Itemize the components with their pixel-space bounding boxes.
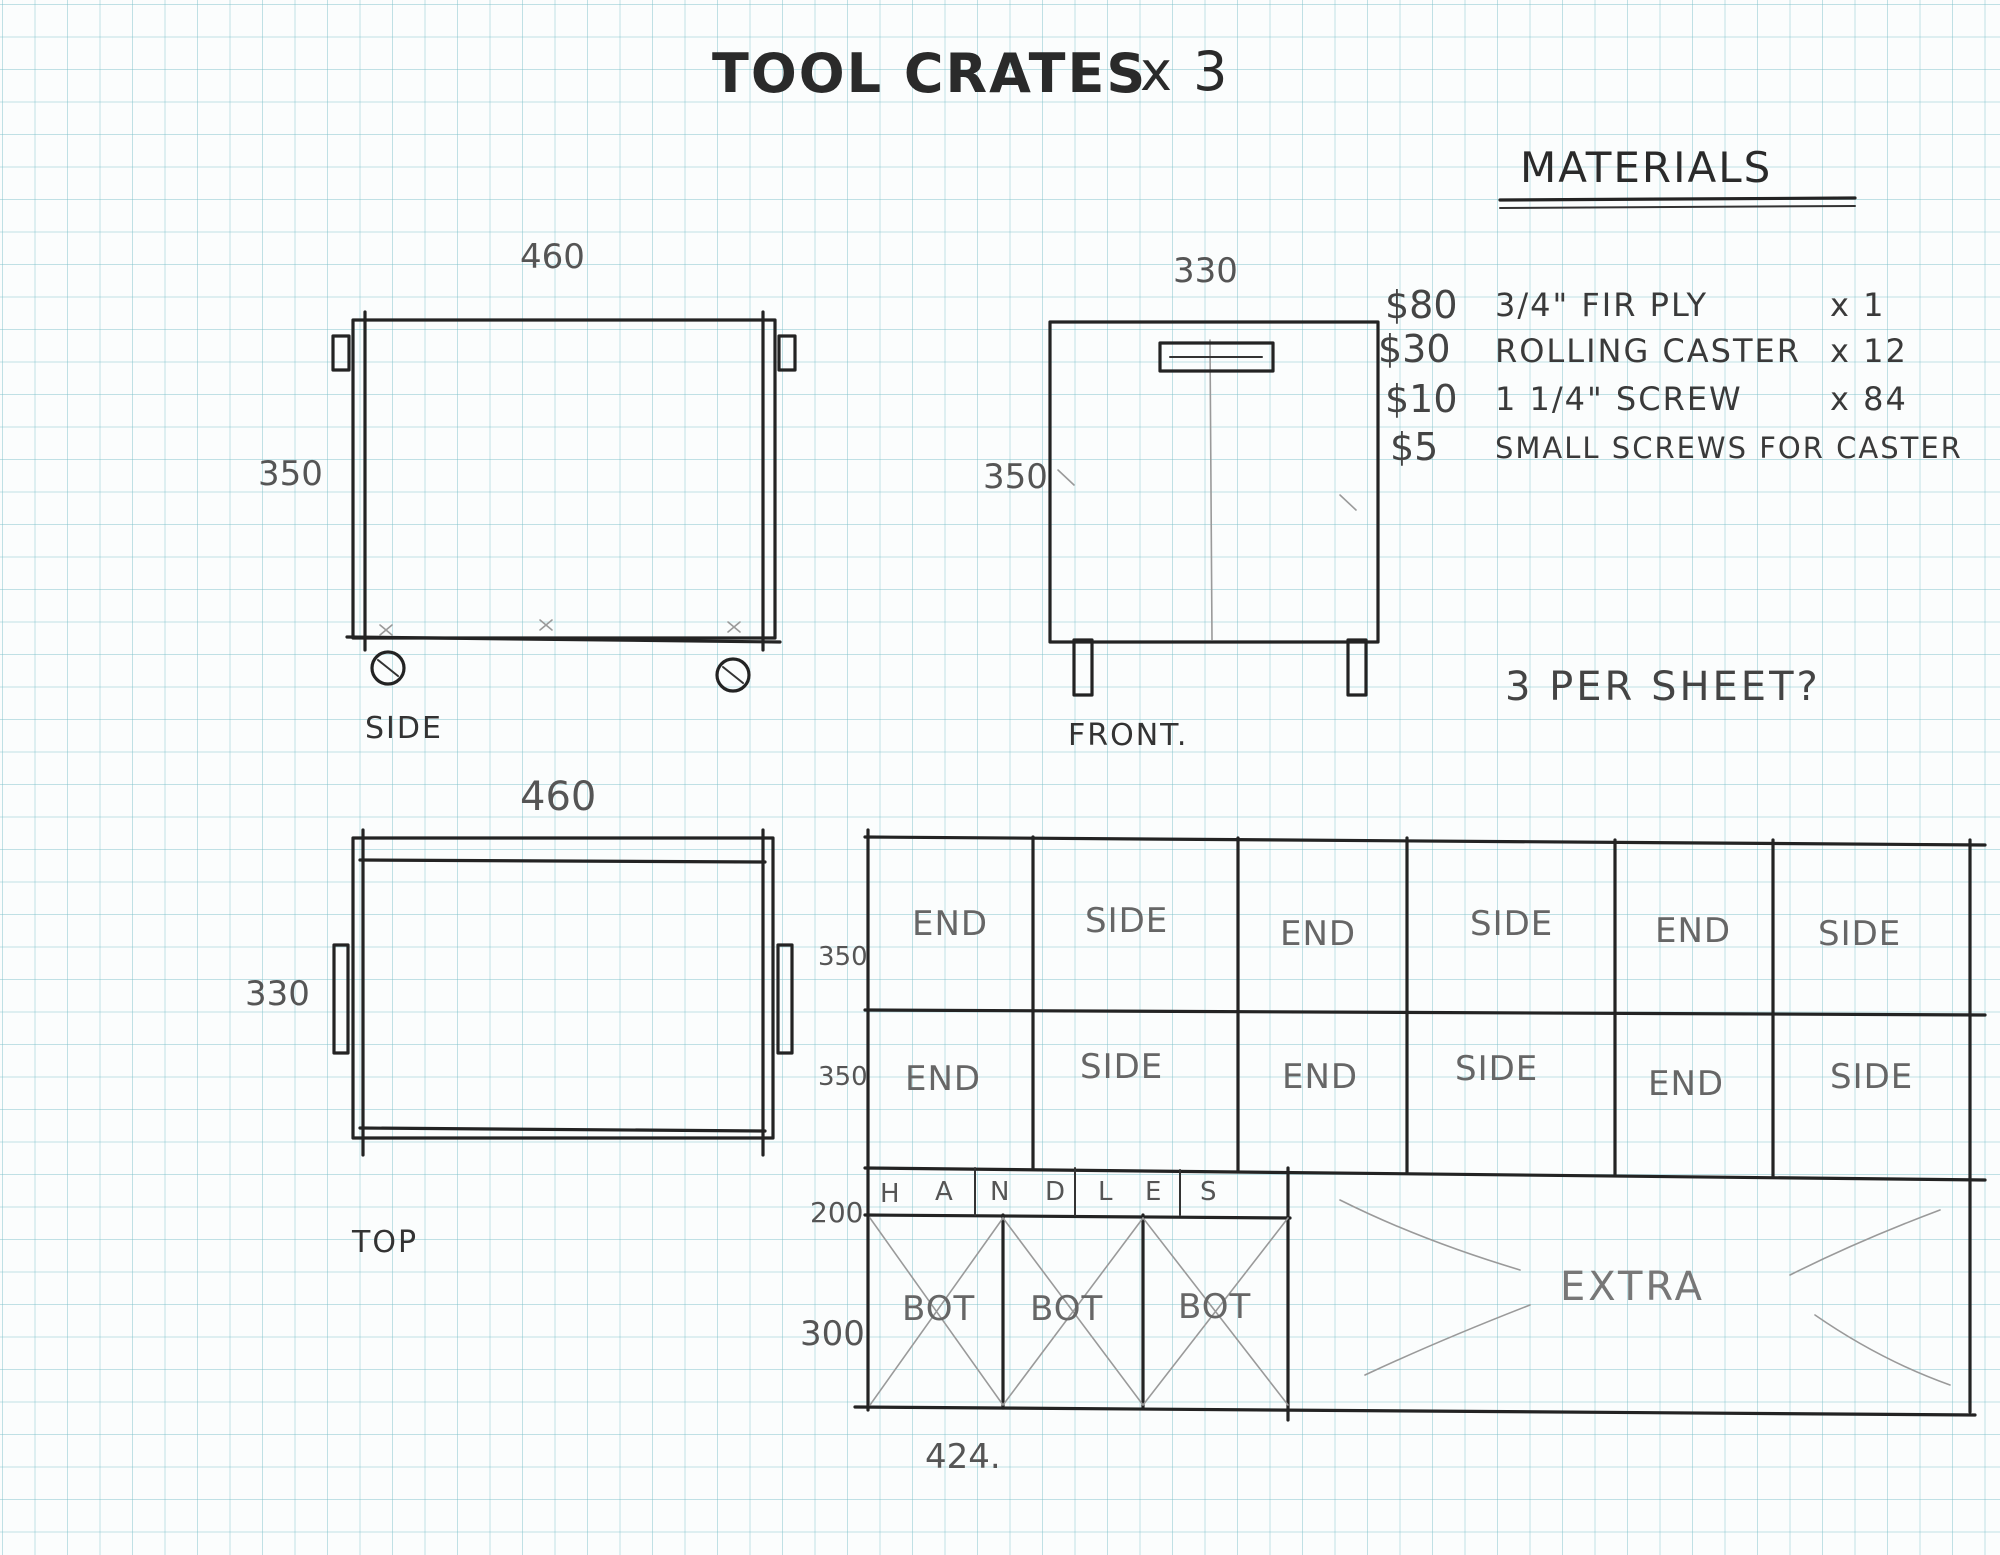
panel-side: SIDE bbox=[1085, 901, 1168, 941]
material-price: $5 bbox=[1390, 425, 1438, 469]
title-quantity: x 3 bbox=[1140, 40, 1229, 103]
sheet-yield-note: 3 PER SHEET? bbox=[1505, 664, 1821, 710]
panel-bottom: BOT bbox=[1030, 1289, 1103, 1329]
cut-sheet: 350 350 200 300 END SIDE END SIDE END SI… bbox=[800, 828, 1987, 1477]
material-desc: 3/4" FIR PLY bbox=[1495, 286, 1708, 324]
panel-end: END bbox=[905, 1059, 981, 1099]
top-height-dim: 330 bbox=[245, 974, 310, 1014]
caster-icon bbox=[1346, 638, 1368, 697]
materials-heading: MATERIALS bbox=[1520, 143, 1772, 192]
page-title: TOOL CRATES bbox=[712, 42, 1147, 105]
panel-bottom: BOT bbox=[902, 1289, 975, 1329]
panel-side: SIDE bbox=[1455, 1049, 1538, 1089]
material-item: $10 1 1/4" SCREW x 84 bbox=[1385, 377, 1908, 421]
material-qty: x 1 bbox=[1830, 286, 1885, 324]
row-dim: 350 bbox=[818, 942, 868, 972]
front-width-dim: 330 bbox=[1173, 251, 1238, 291]
handles-strip: H A N D L E S bbox=[880, 1177, 1217, 1209]
material-item: $5 SMALL SCREWS FOR CASTER bbox=[1390, 425, 1963, 469]
bottom-width-dim: 424. bbox=[925, 1437, 1001, 1477]
side-height-dim: 350 bbox=[258, 454, 323, 494]
extra-label: EXTRA bbox=[1560, 1264, 1705, 1310]
handle-letter: A bbox=[935, 1177, 953, 1207]
row-dim: 200 bbox=[810, 1196, 863, 1229]
material-price: $10 bbox=[1385, 377, 1458, 421]
panel-side: SIDE bbox=[1470, 904, 1553, 944]
panel-end: END bbox=[912, 904, 988, 944]
caster-icon bbox=[715, 657, 751, 693]
row-dim: 350 bbox=[818, 1062, 868, 1092]
front-view-label: FRONT. bbox=[1068, 718, 1188, 753]
panel-end: END bbox=[1280, 914, 1356, 954]
side-width-dim: 460 bbox=[520, 237, 585, 277]
side-view-label: SIDE bbox=[365, 711, 443, 746]
handle-letter: N bbox=[990, 1177, 1009, 1207]
panel-side: SIDE bbox=[1818, 914, 1901, 954]
material-desc: SMALL SCREWS FOR CASTER bbox=[1495, 431, 1963, 465]
panel-bottom: BOT bbox=[1178, 1287, 1251, 1327]
panel-end: END bbox=[1655, 911, 1731, 951]
handle-letter: H bbox=[880, 1179, 900, 1209]
handle-cutout bbox=[1158, 341, 1275, 373]
handle-letter: E bbox=[1145, 1177, 1161, 1207]
top-width-dim: 460 bbox=[520, 774, 596, 820]
material-desc: 1 1/4" SCREW bbox=[1495, 380, 1743, 418]
material-qty: x 84 bbox=[1830, 380, 1908, 418]
panel-side: SIDE bbox=[1080, 1047, 1163, 1087]
front-height-dim: 350 bbox=[983, 457, 1048, 497]
side-view: 460 350 SIDE bbox=[258, 237, 797, 746]
caster-icon bbox=[370, 650, 406, 686]
panel-end: END bbox=[1648, 1064, 1724, 1104]
panel-end: END bbox=[1282, 1057, 1358, 1097]
material-price: $80 bbox=[1385, 283, 1458, 327]
panel-side: SIDE bbox=[1830, 1057, 1913, 1097]
material-item: $80 3/4" FIR PLY x 1 bbox=[1385, 283, 1885, 327]
material-price: $30 bbox=[1378, 327, 1451, 371]
row-dim: 300 bbox=[800, 1314, 865, 1354]
handle-letter: D bbox=[1045, 1177, 1065, 1207]
handle-letter: L bbox=[1098, 1177, 1113, 1207]
material-qty: x 12 bbox=[1830, 332, 1908, 370]
material-desc: ROLLING CASTER bbox=[1495, 332, 1801, 370]
caster-icon bbox=[1072, 638, 1094, 697]
top-view: 460 330 TOP bbox=[245, 774, 794, 1260]
handle-letter: S bbox=[1200, 1177, 1217, 1207]
top-view-label: TOP bbox=[351, 1225, 418, 1260]
materials-list: MATERIALS $80 3/4" FIR PLY x 1 $30 ROLLI… bbox=[1378, 143, 1963, 469]
front-view: 330 350 FRONT. bbox=[983, 251, 1380, 753]
material-item: $30 ROLLING CASTER x 12 bbox=[1378, 327, 1908, 371]
